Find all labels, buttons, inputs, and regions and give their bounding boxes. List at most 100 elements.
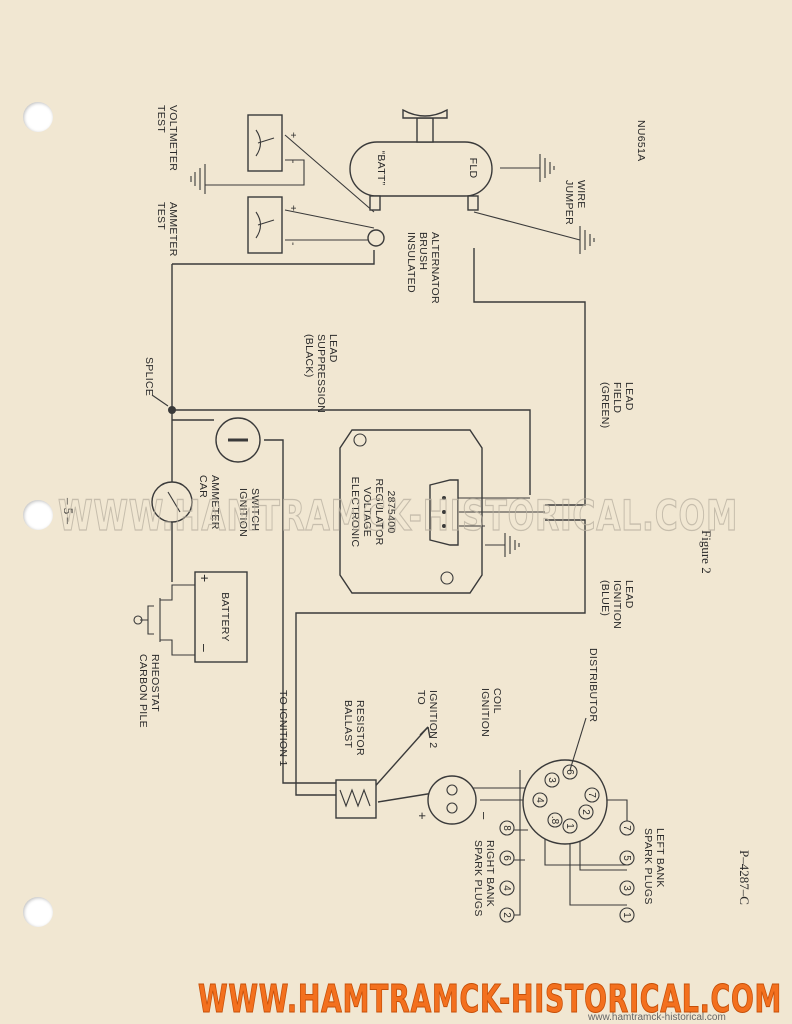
ignition-switch-label-2: SWITCH xyxy=(249,488,261,531)
battery-minus: – xyxy=(197,644,213,652)
alternator-label-2: BRUSH xyxy=(417,232,429,270)
distributor-label: DISTRIBUTOR xyxy=(587,648,599,722)
car-ammeter-gauge xyxy=(151,481,193,523)
to-ignition-2-label: TO xyxy=(415,690,427,705)
spark-plug-left: 5 xyxy=(619,850,635,866)
distributor-terminal-number: 1 xyxy=(564,823,575,829)
watermark-small: www.hamtramck-historical.com xyxy=(587,1012,726,1023)
voltmeter-leads xyxy=(205,134,375,213)
spark-plug-right-number: 6 xyxy=(501,855,512,861)
battery: BATTERY + – xyxy=(194,571,248,663)
svg-text:ELECTRONIC: ELECTRONIC xyxy=(349,477,361,548)
spark-plug-left: 3 xyxy=(619,880,635,896)
ref-code: NU651A xyxy=(635,120,647,162)
diagram-labels: NU651A TEST VOLTMETER TEST AMMETER JUMPE… xyxy=(61,105,752,917)
distributor-terminal: 3 xyxy=(544,772,560,788)
voltmeter-body xyxy=(247,114,283,172)
car-ammeter xyxy=(151,481,193,523)
rheostat-knob-icon xyxy=(133,615,143,625)
alternator-pulley xyxy=(402,108,448,119)
test-ammeter: + - xyxy=(247,196,299,254)
gauge-arc-icon xyxy=(255,211,262,239)
spark-plug-left-number: 7 xyxy=(621,825,632,831)
distributor-terminal: 7 xyxy=(584,787,600,803)
ballast-resistor xyxy=(335,779,377,819)
ignition-lead-label-2: IGNITION xyxy=(611,580,623,629)
distributor-terminal-number: 2 xyxy=(580,809,591,815)
to-ignition-2-label-2: IGNITION 2 xyxy=(427,690,439,748)
distributor-terminal: 2 xyxy=(578,804,594,820)
spark-left-label: SPARK PLUGS xyxy=(642,828,654,905)
splice-pointer xyxy=(151,394,169,407)
ground-icon xyxy=(485,533,520,557)
fld-terminal xyxy=(467,195,479,211)
svg-text:2875400: 2875400 xyxy=(385,491,397,534)
test-voltmeter: + - xyxy=(247,114,299,172)
test-ammeter-label: TEST xyxy=(155,202,167,230)
car-ammeter-label-2: AMMETER xyxy=(209,475,221,530)
spark-plug-left-number: 1 xyxy=(621,912,632,918)
distributor-pointer xyxy=(569,717,587,771)
ignition-lead-wire xyxy=(295,519,586,796)
connector-pin-icon xyxy=(442,524,446,528)
field-lead-label-2: FIELD xyxy=(611,382,623,413)
ammeter-plus: + xyxy=(287,205,299,211)
ballast-body xyxy=(335,779,377,819)
watermark-middle: WWW.HAMTRAMCK-HISTORICAL.COM xyxy=(58,491,738,540)
distributor-cap xyxy=(522,759,608,845)
distributor-terminal: .8 xyxy=(547,812,563,828)
distributor-terminal-number: 6 xyxy=(564,769,575,775)
carbon-pile-label-2: RHEOSTAT xyxy=(149,654,161,712)
battery-body xyxy=(194,571,248,663)
ground-symbols xyxy=(190,154,595,557)
spark-plug-left-number: 5 xyxy=(621,855,632,861)
binder-hole-bottom xyxy=(23,897,53,927)
ground-icon xyxy=(500,154,555,182)
spark-left-label-2: LEFT BANK xyxy=(654,828,666,888)
battery-label: BATTERY xyxy=(219,592,231,642)
voltage-regulator: ELECTRONIC VOLTAGE REGULATOR 2875400 xyxy=(339,429,545,594)
connector-pin-icon xyxy=(442,496,446,500)
connector-pin-icon xyxy=(442,510,446,514)
spark-plug-leads xyxy=(500,770,628,916)
distributor-terminal: 1 xyxy=(562,818,578,834)
spark-plug-right-number: 8 xyxy=(501,825,512,831)
regulator-body xyxy=(339,429,483,594)
gauge-needle-icon xyxy=(257,137,275,144)
field-lead-label: (GREEN) xyxy=(599,382,611,428)
spark-right-label: SPARK PLUGS xyxy=(472,840,484,917)
alternator: “BATT” FLD xyxy=(349,108,493,247)
ground-icon xyxy=(579,226,595,254)
coil-terminal xyxy=(446,784,458,796)
ballast-resistor-label: BALLAST xyxy=(342,700,354,748)
test-voltmeter-label-2: VOLTMETER xyxy=(167,105,179,171)
coil-body xyxy=(427,775,477,825)
suppression-lead-label: (BLACK) xyxy=(303,334,315,378)
mount-hole-icon xyxy=(440,571,454,585)
gauge-arc-icon xyxy=(255,129,262,157)
splice-dot xyxy=(168,406,176,414)
alternator-shaft xyxy=(416,117,434,143)
jumper-wire-label-2: WIRE xyxy=(575,180,587,209)
ignition-coil-label-2: COIL xyxy=(491,688,503,714)
spark-plug-left: 1 xyxy=(619,907,635,923)
battery-rheostat-wires xyxy=(160,578,196,662)
coil-terminal xyxy=(446,802,458,814)
mount-hole-icon xyxy=(353,433,367,447)
doc-code: P–4287–C xyxy=(737,850,752,905)
carbon-pile-rheostat xyxy=(133,598,161,642)
bus-to-alternator-wire xyxy=(172,250,375,265)
spark-plug-right: 2 xyxy=(499,907,515,923)
ignition-switch xyxy=(215,417,261,463)
svg-text:VOLTAGE: VOLTAGE xyxy=(361,487,373,537)
ammeter-minus: - xyxy=(287,242,299,246)
battery-plus: + xyxy=(197,574,213,582)
test-ammeter-label-2: AMMETER xyxy=(167,202,179,257)
to-ignition-2-wire xyxy=(369,726,429,793)
batt-label: “BATT” xyxy=(375,151,387,186)
wires xyxy=(160,134,628,916)
ignition-lead-label-3: LEAD xyxy=(623,580,635,609)
suppression-lead-label-2: SUPPRESSION xyxy=(315,334,327,413)
